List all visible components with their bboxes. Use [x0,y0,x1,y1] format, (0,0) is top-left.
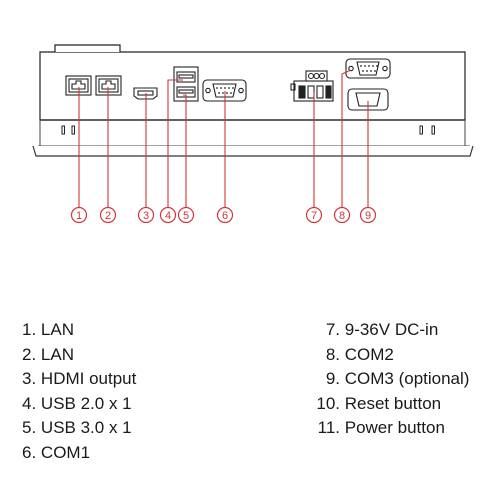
legend-item-7: 7. 9-36V DC-in [304,318,469,343]
svg-text:1: 1 [76,210,82,222]
legend-num: 11. [317,418,340,438]
legend-num: 8. [325,344,340,364]
legend-num: 3. [22,369,37,389]
legend-text: Reset button [344,393,442,413]
callout-1: 1 [70,206,88,224]
vent-slots [61,125,435,135]
legend-right: 7. 9-36V DC-in 8. COM2 9. COM3 (optional… [304,318,469,441]
com2-port [345,58,391,79]
callout-9: 9 [359,206,377,224]
legend-text: 9-36V DC-in [344,320,439,339]
legend-num: 5. [22,418,37,438]
callout-7: 7 [305,206,323,224]
legend-num: 6. [22,442,37,462]
legend-num: 2. [22,344,37,364]
callout-2: 2 [99,206,117,224]
callout-5: 5 [177,206,195,224]
legend-item-4: 4. USB 2.0 x 1 [22,392,136,417]
legend-item-8: 8. COM2 [304,343,469,368]
legend-text: USB 3.0 x 1 [40,418,132,438]
svg-text:9: 9 [365,210,371,222]
legend-item-11: 11. Power button [304,416,469,441]
legend-num: 9. [325,369,340,389]
legend-item-10: 10. Reset button [304,392,469,417]
svg-text:2: 2 [105,210,111,222]
legend-text: LAN [40,320,74,339]
legend-text: COM3 (optional) [344,369,470,389]
legend-text: USB 2.0 x 1 [40,393,132,413]
legend-num: 1. [22,320,37,339]
callout-leaders [78,69,369,208]
legend-item-2: 2. LAN [22,343,136,368]
legend-item-1: 1. LAN [22,318,136,343]
legend-item-6: 6. COM1 [22,441,136,466]
legend-text: HDMI output [40,369,137,389]
legend-num: 7. [325,320,340,339]
callout-3: 3 [137,206,155,224]
svg-text:8: 8 [339,210,345,222]
legend-num: 4. [22,393,37,413]
dc-in-terminal [290,70,334,102]
callout-8: 8 [333,206,351,224]
legend-left: 1. LAN 2. LAN 3. HDMI output 4. USB 2.0 … [22,318,136,466]
legend-item-9: 9. COM3 (optional) [304,367,470,392]
svg-text:7: 7 [311,210,317,222]
legend-text: COM1 [40,442,91,462]
panel-diagram: 1 2 3 4 5 6 7 8 9 [32,44,474,224]
svg-text:4: 4 [165,210,171,222]
legend-num: 10. [316,393,340,413]
device-body [32,44,474,157]
legend-text: Power button [344,418,445,438]
legend-item-5: 5. USB 3.0 x 1 [22,416,136,441]
legend-text: LAN [40,344,74,364]
com1-port [202,79,247,102]
svg-text:6: 6 [222,210,228,222]
legend-item-3: 3. HDMI output [22,367,136,392]
legend-text: COM2 [344,344,394,364]
svg-text:3: 3 [143,210,149,222]
callout-6: 6 [216,206,234,224]
svg-text:5: 5 [183,210,189,222]
callout-4: 4 [159,206,177,224]
